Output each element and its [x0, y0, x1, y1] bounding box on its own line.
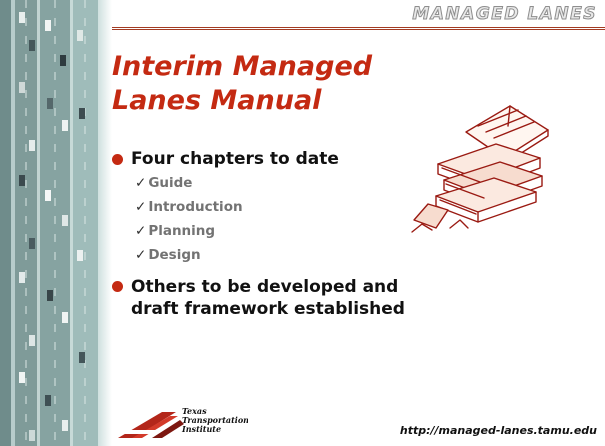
footer-url: http://managed-lanes.tamu.edu [399, 424, 597, 437]
bullet-list: Four chapters to date ✓Guide ✓Introducti… [112, 149, 442, 320]
red-dot-icon [112, 154, 123, 165]
header-rule [112, 27, 605, 30]
bullet-text: Others to be developed and draft framewo… [131, 277, 405, 319]
sub-item-label: Guide [148, 175, 193, 191]
stack-of-books-clipart [411, 105, 549, 233]
slide-title: Interim Managed Lanes Manual [112, 51, 373, 116]
checkmark-icon: ✓ [135, 223, 147, 239]
aerial-highway-photo [0, 0, 98, 446]
sub-item-introduction: ✓Introduction [135, 195, 442, 219]
sub-list: ✓Guide ✓Introduction ✓Planning ✓Design [131, 171, 442, 267]
checkmark-icon: ✓ [135, 247, 147, 263]
tti-logo: Texas Transportation Institute [118, 406, 248, 438]
sub-item-label: Introduction [148, 199, 243, 215]
logo-line-1: Texas [182, 406, 207, 416]
bullet-item: Others to be developed and draft framewo… [112, 276, 442, 320]
bullet-item: Four chapters to date ✓Guide ✓Introducti… [112, 149, 442, 267]
photo-fade [98, 0, 112, 446]
sub-item-label: Design [148, 247, 201, 263]
logo-line-2: Transportation [182, 415, 248, 425]
sub-item-guide: ✓Guide [135, 171, 442, 195]
checkmark-icon: ✓ [135, 175, 147, 191]
checkmark-icon: ✓ [135, 199, 147, 215]
sub-item-label: Planning [148, 223, 216, 239]
bullet-text: Four chapters to date [131, 149, 339, 169]
red-dot-icon [112, 281, 123, 292]
brand-title: MANAGED LANES [412, 4, 597, 25]
logo-line-3: Institute [181, 424, 221, 434]
sub-item-planning: ✓Planning [135, 219, 442, 243]
sub-item-design: ✓Design [135, 243, 442, 267]
